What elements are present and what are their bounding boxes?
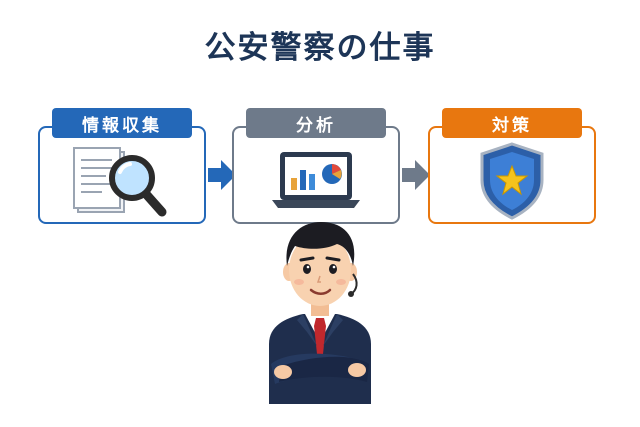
step-label-countermeasures: 対策	[442, 108, 582, 138]
magnifier-document-icon	[73, 147, 167, 217]
arrow-right-icon	[402, 160, 430, 190]
laptop-chart-icon	[272, 152, 360, 208]
step-box-countermeasures: 対策	[428, 108, 596, 224]
step-box-analysis: 分析	[232, 108, 400, 224]
officer-illustration	[269, 222, 371, 404]
arrow-right-icon	[208, 160, 236, 190]
page-title: 公安警察の仕事	[204, 30, 436, 66]
step-label-gathering: 情報収集	[52, 108, 192, 138]
step-label-analysis: 分析	[246, 108, 386, 138]
step-box-gathering: 情報収集	[38, 108, 206, 224]
shield-star-icon	[480, 142, 544, 220]
